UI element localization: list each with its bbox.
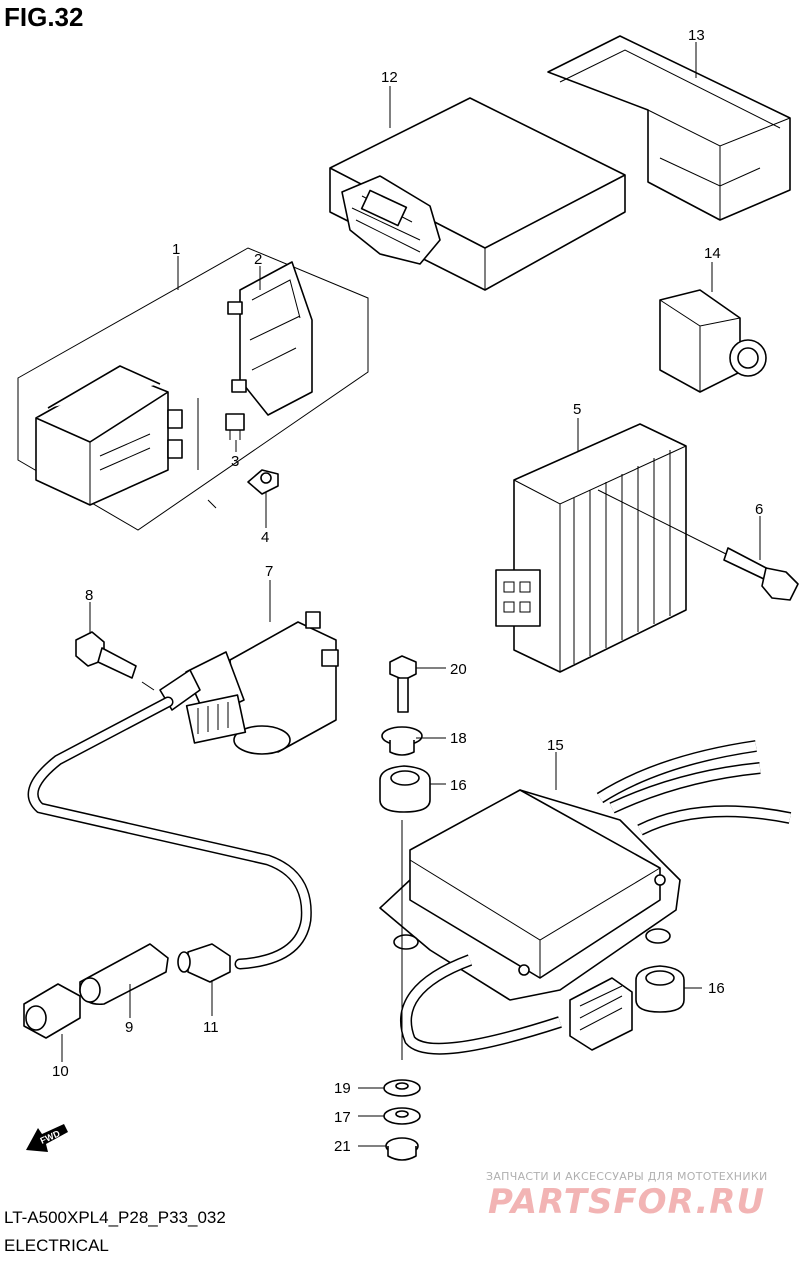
ecm-holder — [547, 35, 791, 221]
grommet-16a — [379, 765, 431, 813]
bolt-20 — [389, 655, 417, 713]
regulator-rectifier — [495, 423, 687, 673]
plug-boot-10 — [23, 983, 81, 1039]
watermark-tagline: ЗАПЧАСТИ И АКСЕССУАРЫ ДЛЯ МОТОТЕХНИКИ — [486, 1170, 768, 1183]
cable-seal-11 — [177, 943, 231, 983]
callout-16b: 16 — [708, 980, 725, 997]
callout-5: 5 — [573, 401, 581, 418]
high-tension-cable — [27, 696, 312, 970]
section-name: ELECTRICAL — [4, 1236, 109, 1255]
callout-15: 15 — [547, 737, 564, 754]
figure-title: FIG.32 — [4, 2, 84, 32]
washer-17 — [383, 1107, 421, 1125]
connector-14 — [659, 289, 767, 393]
callout-13: 13 — [688, 27, 705, 44]
ignition-coil — [159, 611, 339, 755]
callout-9: 9 — [125, 1019, 133, 1036]
callout-19: 19 — [334, 1080, 351, 1097]
spark-plug-cap — [79, 943, 169, 1006]
leader-lines — [61, 42, 761, 1147]
callout-16a: 16 — [450, 777, 467, 794]
callout-4: 4 — [261, 529, 269, 546]
callout-14: 14 — [704, 245, 721, 262]
starter-relay-assembly — [17, 247, 369, 531]
callout-21: 21 — [334, 1138, 351, 1155]
callout-11: 11 — [203, 1019, 219, 1036]
washer-19 — [383, 1079, 421, 1097]
bolt-6 — [597, 489, 799, 601]
callout-8: 8 — [85, 587, 93, 604]
callout-17: 17 — [334, 1109, 351, 1126]
ecm-unit — [329, 97, 626, 291]
watermark-logo: PARTSFOR.RU — [488, 1182, 766, 1222]
nut-21 — [385, 1137, 419, 1161]
callout-7: 7 — [265, 563, 273, 580]
callout-12: 12 — [381, 69, 398, 86]
bolt-8 — [75, 631, 155, 691]
forward-arrow-icon: FWD — [26, 1124, 68, 1152]
control-unit — [379, 740, 792, 1055]
callout-1: 1 — [172, 241, 180, 258]
callout-20: 20 — [450, 661, 467, 678]
diagram-code: LT-A500XPL4_P28_P33_032 — [4, 1208, 226, 1227]
callout-2: 2 — [254, 251, 262, 268]
callout-18: 18 — [450, 730, 467, 747]
callout-3: 3 — [231, 453, 239, 470]
callout-6: 6 — [755, 501, 763, 518]
grommet-16b — [635, 965, 685, 1013]
callout-labels: 1 2 3 4 5 6 7 8 9 10 11 12 13 14 15 16 1… — [52, 27, 763, 1155]
callout-10: 10 — [52, 1063, 69, 1080]
fwd-label: FWD — [39, 1128, 62, 1146]
collar-18 — [381, 726, 423, 756]
